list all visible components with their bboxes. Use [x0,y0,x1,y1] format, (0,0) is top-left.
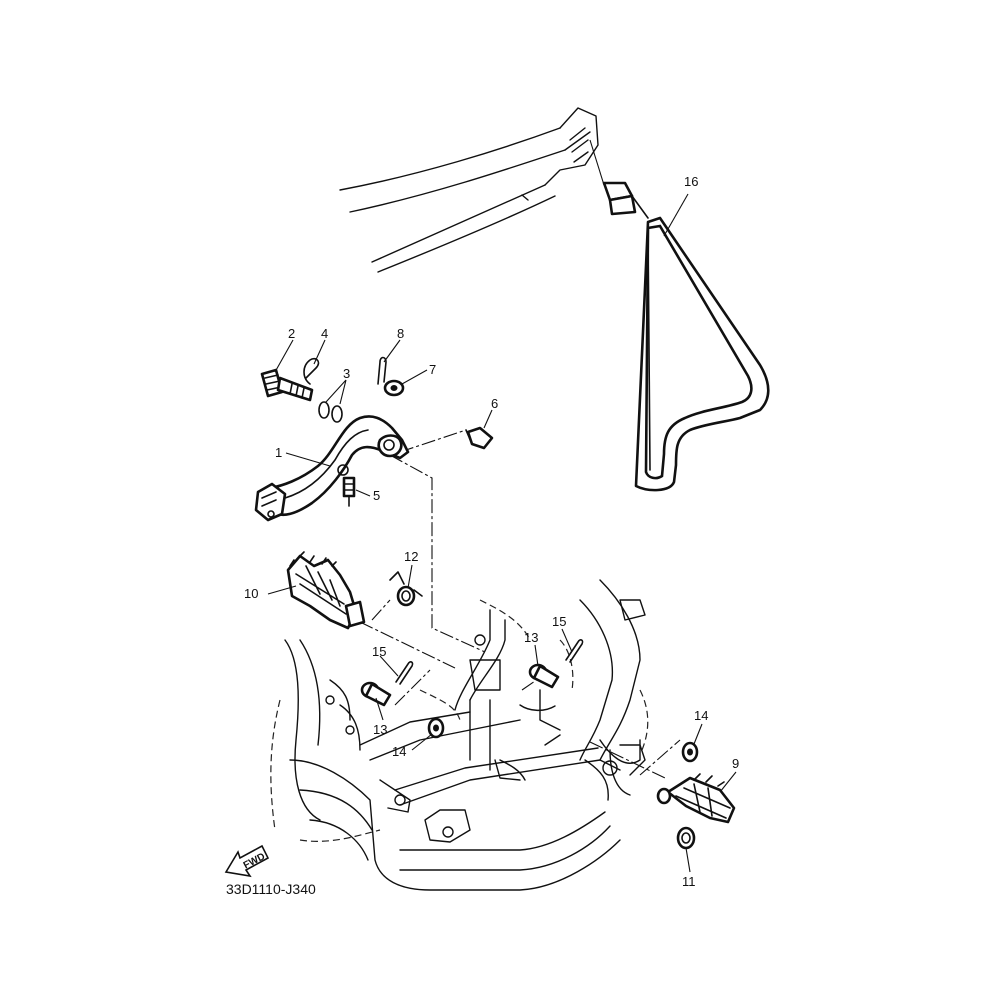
callout-12: 12 [404,549,418,564]
frame [270,579,649,891]
part-14-washer-left [427,717,445,739]
part-9-right-footrest [656,773,736,824]
guide-line-10 [359,621,456,669]
fwd-arrow-icon: FWD [224,844,270,878]
leader-lines [267,193,737,873]
part-10-left-footrest [286,551,366,630]
callout-13-left: 13 [373,722,387,737]
part-5-grease-nipple [342,476,356,507]
callout-14-right: 14 [694,708,708,723]
guide-line-14 [639,739,681,776]
part-13-pin-right [528,663,560,689]
guide-line-9 [589,741,666,779]
guide-line-pivot [389,454,486,653]
callout-7: 7 [429,362,436,377]
part-4-clip [303,357,320,385]
callout-14-left: 14 [392,744,406,759]
part-15-cotter-pin-left [395,661,414,685]
part-16-stand [602,181,770,492]
part-6-pin [465,426,494,450]
part-8-cotter-pin [377,356,387,385]
guide-line-13-left [394,669,431,706]
callout-4: 4 [321,326,328,341]
part-15-cotter-pin-right [565,639,584,663]
callout-1: 1 [275,445,282,460]
callout-2: 2 [288,326,295,341]
callout-11: 11 [682,874,696,889]
callout-10: 10 [244,586,258,601]
swingarm [339,107,605,273]
guide-line-6 [399,429,467,453]
part-13-pin-left [360,681,392,707]
part-2-pivot-bolt [260,368,314,402]
part-12-spring [389,571,423,607]
part-1-brake-pedal [254,415,410,522]
part-3-o-rings [318,401,343,423]
guide-line-12 [371,599,391,621]
callout-6: 6 [491,396,498,411]
callout-13-right: 13 [524,630,538,645]
part-11-spring [676,826,696,850]
callout-15-left: 15 [372,644,386,659]
part-7-washer [383,379,405,397]
callouts: 2 4 3 8 7 6 1 5 12 10 15 13 14 13 15 14 … [244,174,739,889]
callout-16: 16 [684,174,698,189]
drawing-code: 33D1110-J340 [226,881,316,897]
callout-3: 3 [343,366,350,381]
callout-8: 8 [397,326,404,341]
callout-5: 5 [373,488,380,503]
callout-9: 9 [732,756,739,771]
part-14-washer-right [681,741,699,763]
callout-15-right: 15 [552,614,566,629]
